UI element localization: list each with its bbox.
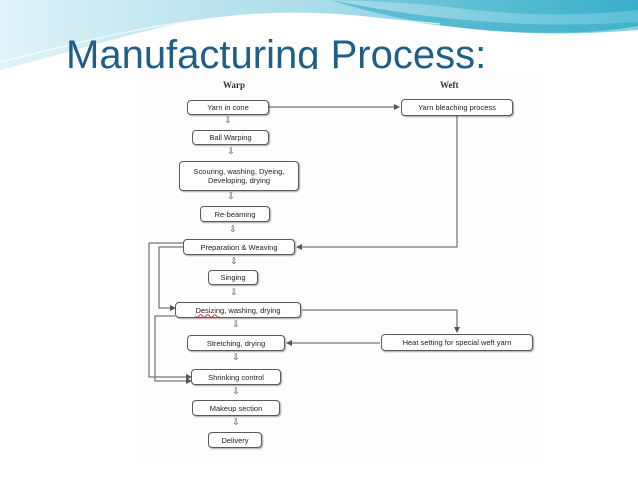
down-arrow-icon: ⇩ <box>232 353 240 363</box>
column-header-weft: Weft <box>440 80 459 90</box>
header-wave-banner <box>0 0 638 70</box>
step-scouring: Scouring, washing, Dyeing, Developing, d… <box>179 161 299 191</box>
step-delivery: Delivery <box>208 432 262 448</box>
arrow-weaving-to-shrinking <box>148 242 192 380</box>
step-shrinking-control: Shrinking control <box>191 369 281 385</box>
step-label-line1: Scouring, washing, Dyeing, <box>193 167 285 176</box>
step-label: Stretching, drying <box>206 338 266 348</box>
step-label: Ball Warping <box>209 133 252 142</box>
down-arrow-icon: ⇩ <box>230 288 238 298</box>
step-re-beaming: Re-beaming <box>200 206 270 222</box>
down-arrow-icon: ⇩ <box>232 418 240 428</box>
step-desizing: Desizing, washing, drying <box>175 302 301 318</box>
process-flowchart: Warp Weft Yarn in cone ⇩ Ball Warping ⇩ … <box>135 73 546 459</box>
step-label: Yarn bleaching process <box>418 103 496 112</box>
step-singing: Singing <box>208 270 258 285</box>
step-makeup-section: Makeup section <box>192 400 280 416</box>
step-ball-warping: Ball Warping <box>192 130 269 145</box>
step-heat-setting: Heat setting for special weft yarn <box>381 334 533 351</box>
slide-title: Manufacturing Process: <box>66 33 487 69</box>
down-arrow-icon: ⇩ <box>232 387 240 397</box>
down-arrow-icon: ⇩ <box>224 116 232 126</box>
step-label: Makeup section <box>209 403 263 413</box>
step-label-desizing: Desizing <box>195 305 225 315</box>
down-arrow-icon: ⇩ <box>232 320 240 330</box>
arrow-weaving-to-desizing <box>158 246 183 311</box>
step-label-line2: Developing, drying <box>207 176 271 185</box>
down-arrow-icon: ⇩ <box>227 147 235 157</box>
step-label-desizing-rest: , washing, drying <box>224 305 281 315</box>
step-label: Preparation & Weaving <box>200 242 278 252</box>
arrow-desizing-to-heat-setting <box>302 309 460 333</box>
step-label: Delivery <box>221 435 249 445</box>
step-preparation-weaving: Preparation & Weaving <box>183 239 295 255</box>
arrow-desizing-to-shrinking <box>154 315 192 384</box>
arrow-bleaching-to-weaving <box>296 116 458 250</box>
step-label: Yarn in cone <box>207 103 249 112</box>
step-yarn-in-cone: Yarn in cone <box>187 100 269 115</box>
down-arrow-icon: ⇩ <box>230 257 238 267</box>
down-arrow-icon: ⇩ <box>227 192 235 202</box>
column-header-warp: Warp <box>223 80 246 90</box>
step-yarn-bleaching: Yarn bleaching process <box>401 99 513 116</box>
flow-connectors <box>148 104 460 384</box>
step-stretching: Stretching, drying <box>187 335 285 351</box>
step-label: Singing <box>220 273 246 282</box>
step-label: Shrinking control <box>208 372 264 382</box>
step-label: Desizing, washing, drying <box>195 306 280 315</box>
step-label: Heat setting for special weft yarn <box>402 338 512 347</box>
down-arrow-icon: ⇩ <box>229 225 237 235</box>
step-label: Re-beaming <box>214 209 256 219</box>
